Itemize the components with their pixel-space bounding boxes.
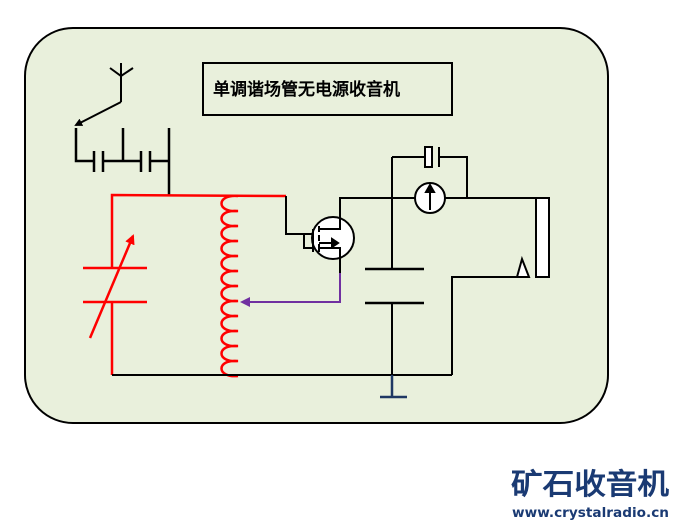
capacitor [365, 267, 424, 305]
antenna-switch [74, 101, 122, 126]
antenna-icon [109, 63, 134, 102]
title-box: 单调谐场管无电源收音机 [202, 62, 453, 116]
logo-url[interactable]: www.crystalradio.cn [512, 505, 669, 521]
feedback-wire [240, 273, 341, 307]
logo-name: 矿石收音机 [511, 467, 669, 501]
variable-capacitor-arrow [88, 234, 135, 339]
logo: 矿石收音机 www.crystalradio.cn [511, 467, 669, 521]
wires [112, 156, 537, 376]
tapped-coil [220, 194, 239, 378]
tank-circuit [83, 193, 287, 378]
ground-icon [380, 375, 407, 399]
ammeter-icon [414, 182, 446, 214]
coupling-capacitors [74, 128, 171, 195]
diagram-title: 单调谐场管无电源收音机 [213, 79, 400, 100]
bypass-capacitor [424, 146, 440, 168]
mosfet-icon [303, 216, 355, 260]
earphone-icon [515, 197, 550, 278]
